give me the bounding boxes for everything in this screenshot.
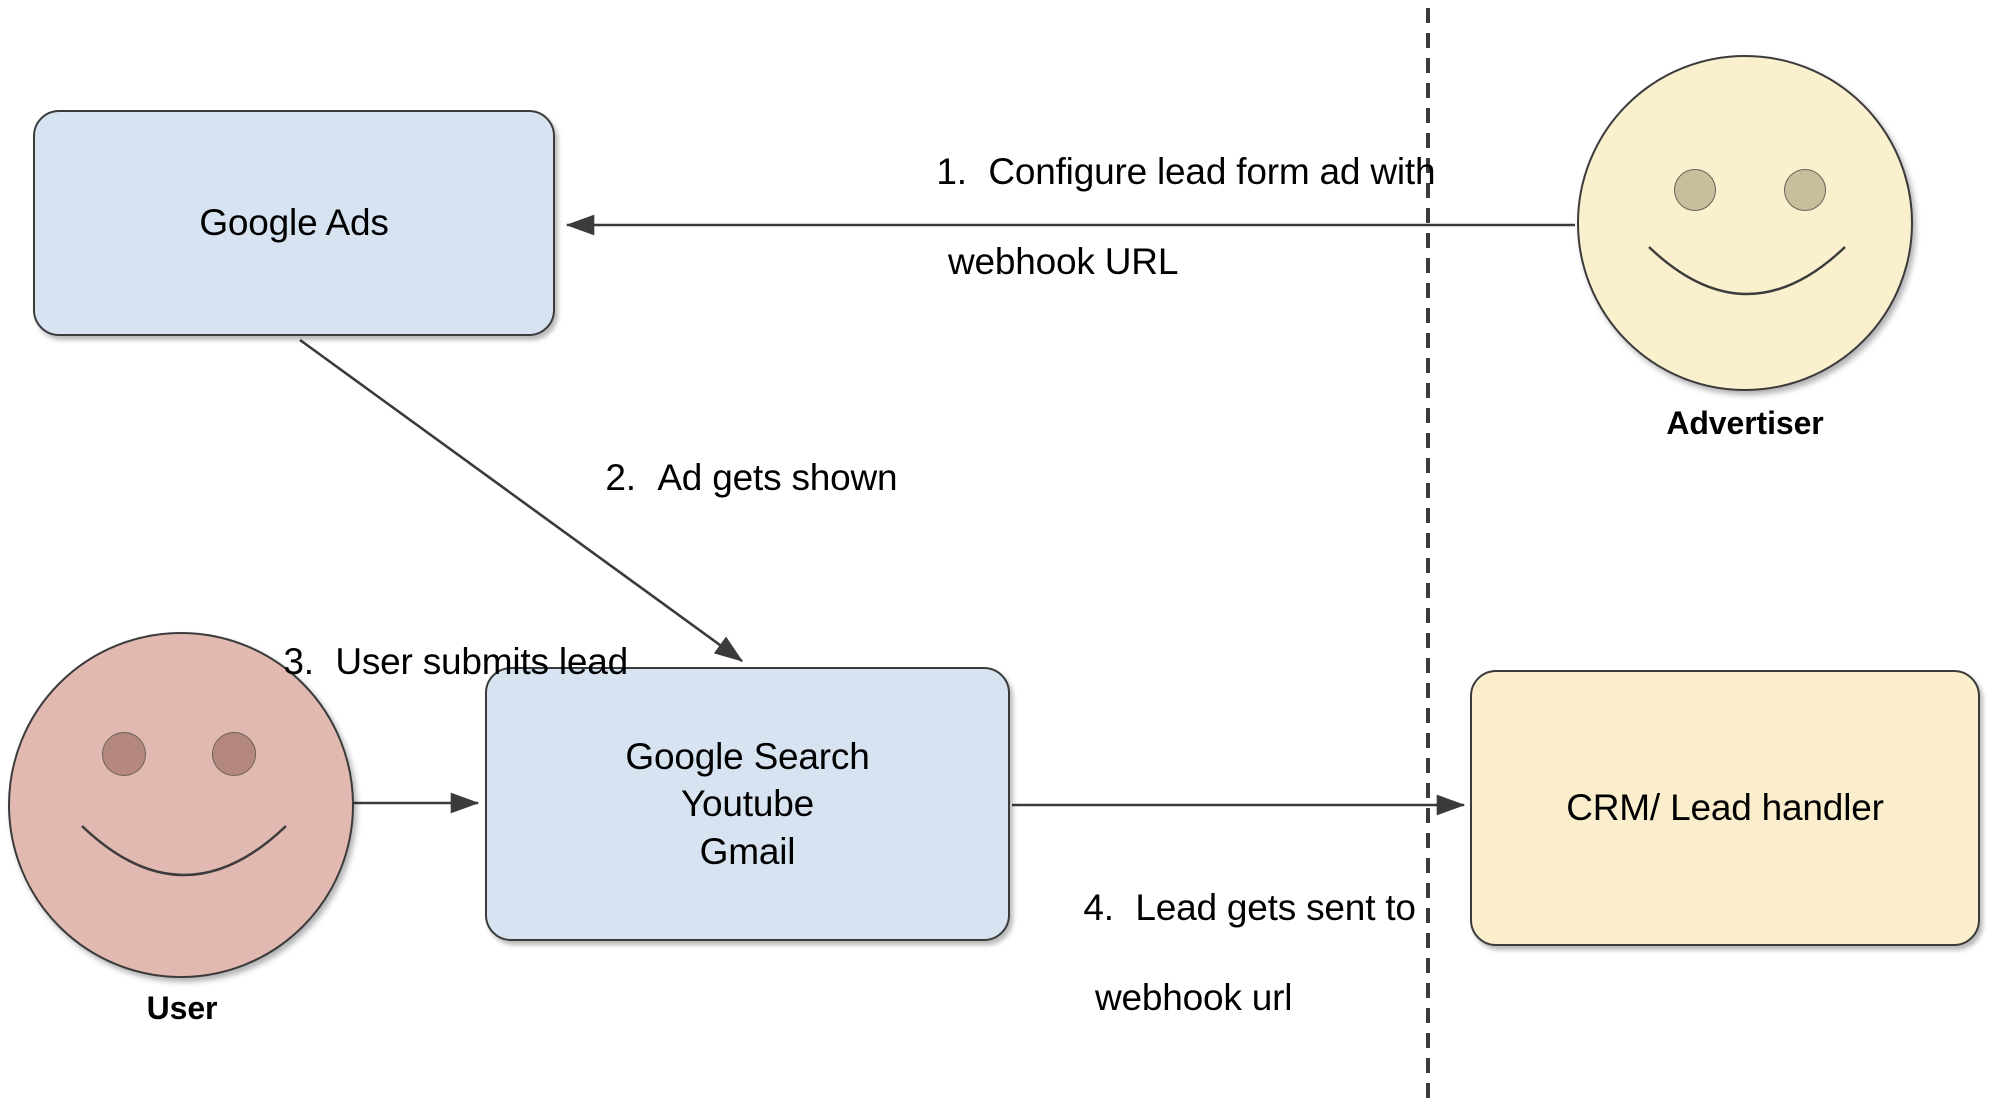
edge-label-step-1-line2: webhook URL [948,241,1179,283]
node-google-surfaces[interactable]: Google Search Youtube Gmail [485,667,1010,941]
edge-label-step-3: 3. User submits lead [243,594,628,729]
advertiser-face-icon [1577,55,1913,391]
advertiser-label: Advertiser [1666,405,1824,441]
arrow-google-ads-to-surfaces [299,338,744,663]
edge-label-step-1-line1: Configure lead form ad with [988,151,1436,193]
actor-user[interactable]: User [8,632,356,1047]
node-surface-line-search: Google Search [625,735,870,777]
user-label: User [146,990,218,1026]
edge-label-step-4-line2: webhook url [1095,977,1293,1019]
edge-label-step-2-line1: Ad gets shown [657,457,898,499]
edge-label-step-1: 1. Configure lead form ad with webhook UR… [896,104,1435,375]
edge-label-step-2: 2. Ad gets shown [565,410,897,545]
node-google-ads-label: Google Ads [199,202,389,244]
advertiser-left-eye-icon [1674,169,1716,211]
user-face-icon [8,632,354,978]
advertiser-right-eye-icon [1784,169,1826,211]
edge-label-step-3-line1: User submits lead [335,641,629,683]
node-google-surfaces-label: Google Search Youtube Gmail [625,733,869,875]
node-google-ads[interactable]: Google Ads [33,110,555,336]
edge-label-step-2-number: 2. [605,457,636,499]
user-left-eye-icon [102,732,146,776]
node-crm-label: CRM/ Lead handler [1566,787,1884,829]
user-right-eye-icon [212,732,256,776]
node-surface-line-gmail: Gmail [699,830,796,872]
actor-advertiser[interactable]: Advertiser [1575,55,1915,455]
edge-label-step-1-number: 1. [936,151,967,193]
edge-label-step-4: 4. Lead gets sent to webhook url [1043,840,1416,1111]
edge-label-step-3-number: 3. [283,641,314,683]
user-smile-icon [81,825,287,877]
node-crm-lead-handler[interactable]: CRM/ Lead handler [1470,670,1980,946]
node-surface-line-youtube: Youtube [680,783,815,825]
edge-label-step-4-line1: Lead gets sent to [1135,887,1416,929]
edge-label-step-4-number: 4. [1083,887,1114,929]
advertiser-smile-icon [1648,246,1846,296]
